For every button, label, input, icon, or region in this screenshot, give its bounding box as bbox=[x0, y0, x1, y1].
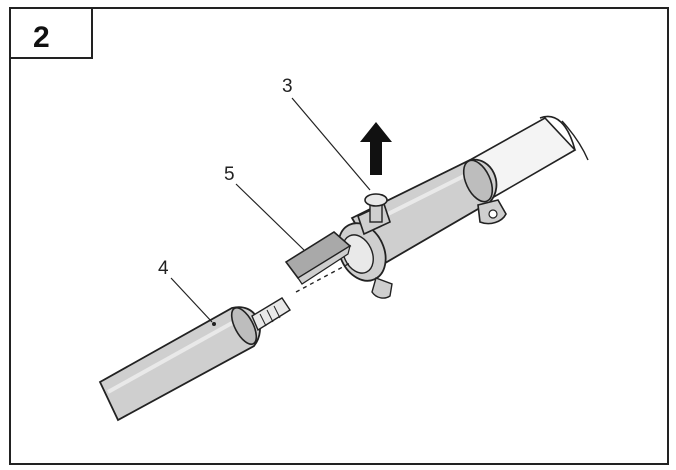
leader-line-3 bbox=[291, 97, 371, 191]
clamp-housing bbox=[337, 158, 507, 299]
leader-line-5 bbox=[235, 183, 305, 251]
callout-5: 5 bbox=[224, 164, 235, 185]
wedge-part bbox=[284, 231, 352, 285]
step-number: 2 bbox=[33, 21, 50, 54]
leader-line-4 bbox=[170, 277, 213, 323]
callout-4: 4 bbox=[158, 258, 169, 279]
lift-arrow bbox=[360, 122, 392, 175]
insertion-path bbox=[295, 261, 353, 293]
step-tab bbox=[9, 7, 93, 59]
clamp-knob bbox=[364, 193, 388, 223]
callout-3: 3 bbox=[282, 76, 293, 97]
drive-shaft bbox=[98, 297, 291, 422]
